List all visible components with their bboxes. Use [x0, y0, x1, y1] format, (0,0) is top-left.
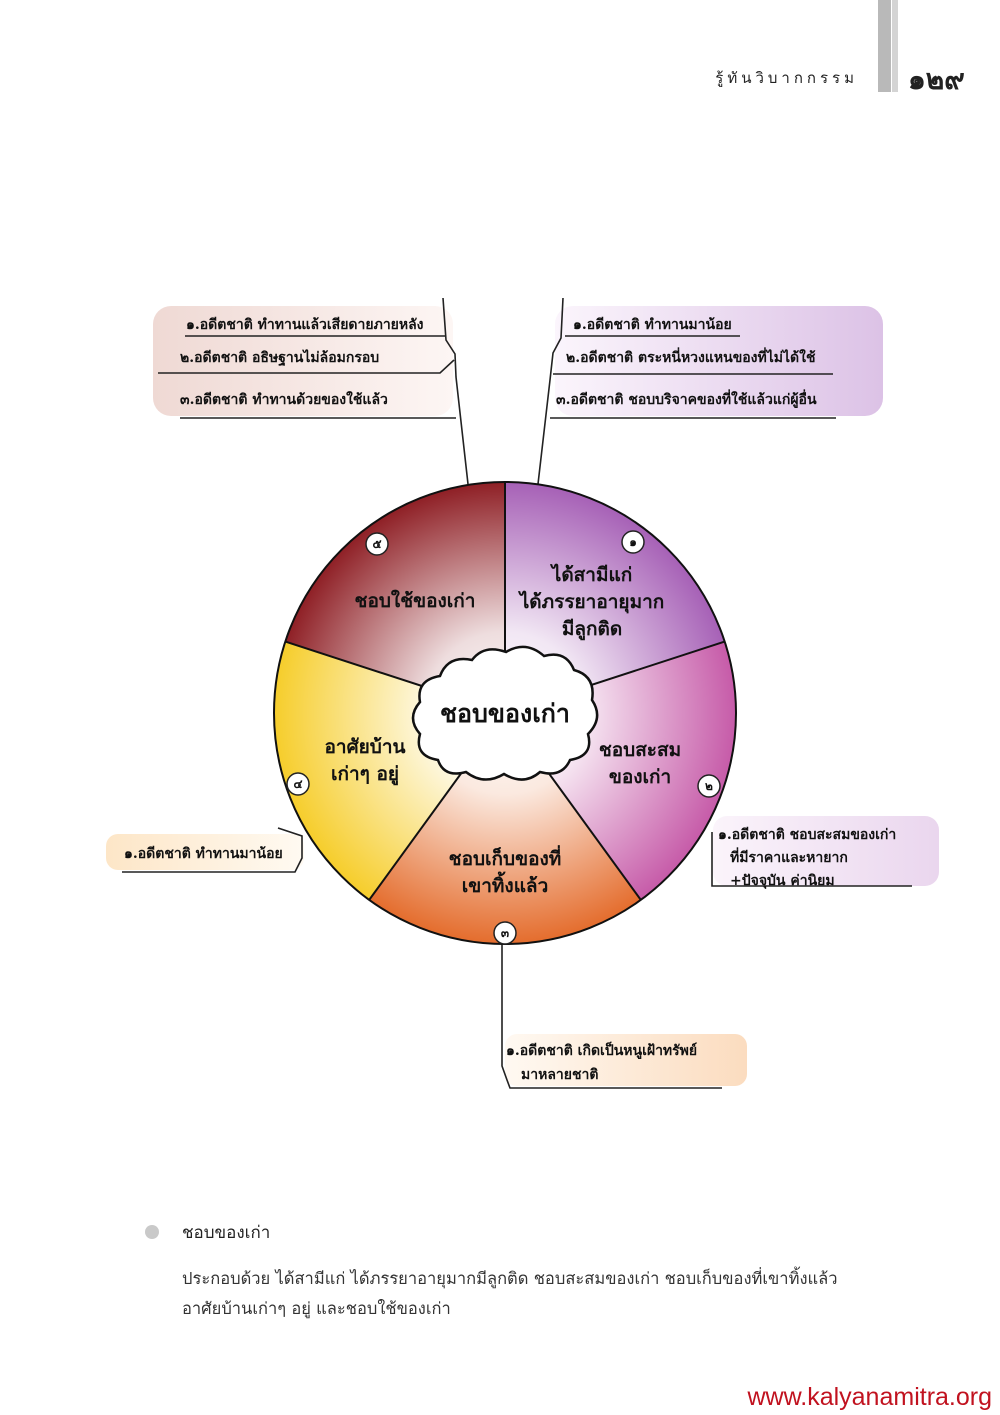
- callout-text: ๑.อดีตชาติ เกิดเป็นหนูเฝ้าทรัพย์: [506, 1043, 698, 1059]
- badge-4: [286, 772, 310, 796]
- badge-2: [697, 774, 721, 798]
- callout-box-left: [106, 834, 304, 870]
- header-bar-light: [892, 0, 898, 92]
- callout-text: ๓.อดีตชาติ ทำทานด้วยของใช้แล้ว: [180, 392, 388, 408]
- callout-text: มาหลายชาติ: [521, 1067, 599, 1083]
- badge-3: [493, 921, 517, 945]
- center-label: ชอบของเก่า: [440, 699, 570, 728]
- segment-label-3: ชอบเก็บของที่ เขาทิ้งแล้ว: [448, 848, 562, 897]
- page-number: ๑๒๙: [908, 63, 965, 96]
- callout-text: ๒.อดีตชาติ ตระหนี่หวงแหนของที่ไม่ได้ใช้: [566, 350, 816, 366]
- badge-5: [365, 532, 389, 556]
- header-bar: [878, 0, 891, 92]
- callout-text: ๑.อดีตชาติ ชอบสะสมของเก่า: [718, 827, 897, 843]
- bullet-icon: [145, 1225, 159, 1239]
- callout-text: ที่มีราคาและหายาก: [730, 850, 848, 866]
- segment-label-5: ชอบใช้ของเก่า: [354, 590, 476, 612]
- callout-text: +ปัจจุบัน ค่านิยม: [730, 873, 835, 889]
- footer-url: www.kalyanamitra.org: [747, 1383, 992, 1411]
- callout-box-top-right: [555, 306, 883, 416]
- segment-label-2: ชอบสะสม ของเก่า: [598, 739, 682, 788]
- badge-number-1: ๑: [629, 535, 637, 549]
- segment-label-4: อาศัยบ้าน เก่าๆ อยู่: [324, 736, 406, 785]
- summary-line: อาศัยบ้านเก่าๆ อยู่ และชอบใช้ของเก่า: [182, 1299, 451, 1318]
- callout-text: ๑.อดีตชาติ ทำทานแล้วเสียดายภายหลัง: [186, 317, 424, 333]
- badge-number-4: ๔: [293, 777, 303, 791]
- connector-top-left: [442, 297, 469, 485]
- callout-box-right: [713, 816, 939, 886]
- callout-box-top-left: [153, 306, 453, 416]
- summary-title: ชอบของเก่า: [182, 1223, 271, 1243]
- callout-text: ๓.อดีตชาติ ชอบบริจาคของที่ใช้แล้วแก่ผู้อ…: [556, 392, 817, 408]
- running-title: รู้ทันวิบากกรรม: [715, 69, 858, 87]
- wheel: [273, 481, 737, 945]
- badge-number-5: ๕: [372, 537, 382, 551]
- badge-1: [621, 530, 645, 554]
- summary-body: ประกอบด้วย ได้สามีแก่ ได้ภรรยาอายุมากมีล…: [182, 1264, 902, 1324]
- callout-text: ๒.อดีตชาติ อธิษฐานไม่ล้อมกรอบ: [180, 350, 380, 366]
- segment-label-1: ได้สามีแก่ ได้ภรรยาอายุมาก มีลูกติด: [519, 564, 665, 640]
- rule: [158, 359, 455, 374]
- callout-box-bottom: [505, 1034, 747, 1086]
- connector-bottom: [501, 944, 722, 1089]
- connector-right: [711, 832, 912, 887]
- center-cloud: [411, 645, 599, 781]
- badge-number-2: ๒: [705, 779, 713, 793]
- callout-text: ๑.อดีตชาติ ทำทานมาน้อย: [124, 846, 283, 862]
- callout-text: ๑.อดีตชาติ ทำทานมาน้อย: [573, 317, 732, 333]
- summary-line: ประกอบด้วย ได้สามีแก่ ได้ภรรยาอายุมากมีล…: [182, 1269, 838, 1288]
- badge-number-3: ๓: [500, 926, 510, 940]
- connector-top-right: [537, 297, 564, 485]
- connector-left: [122, 827, 303, 873]
